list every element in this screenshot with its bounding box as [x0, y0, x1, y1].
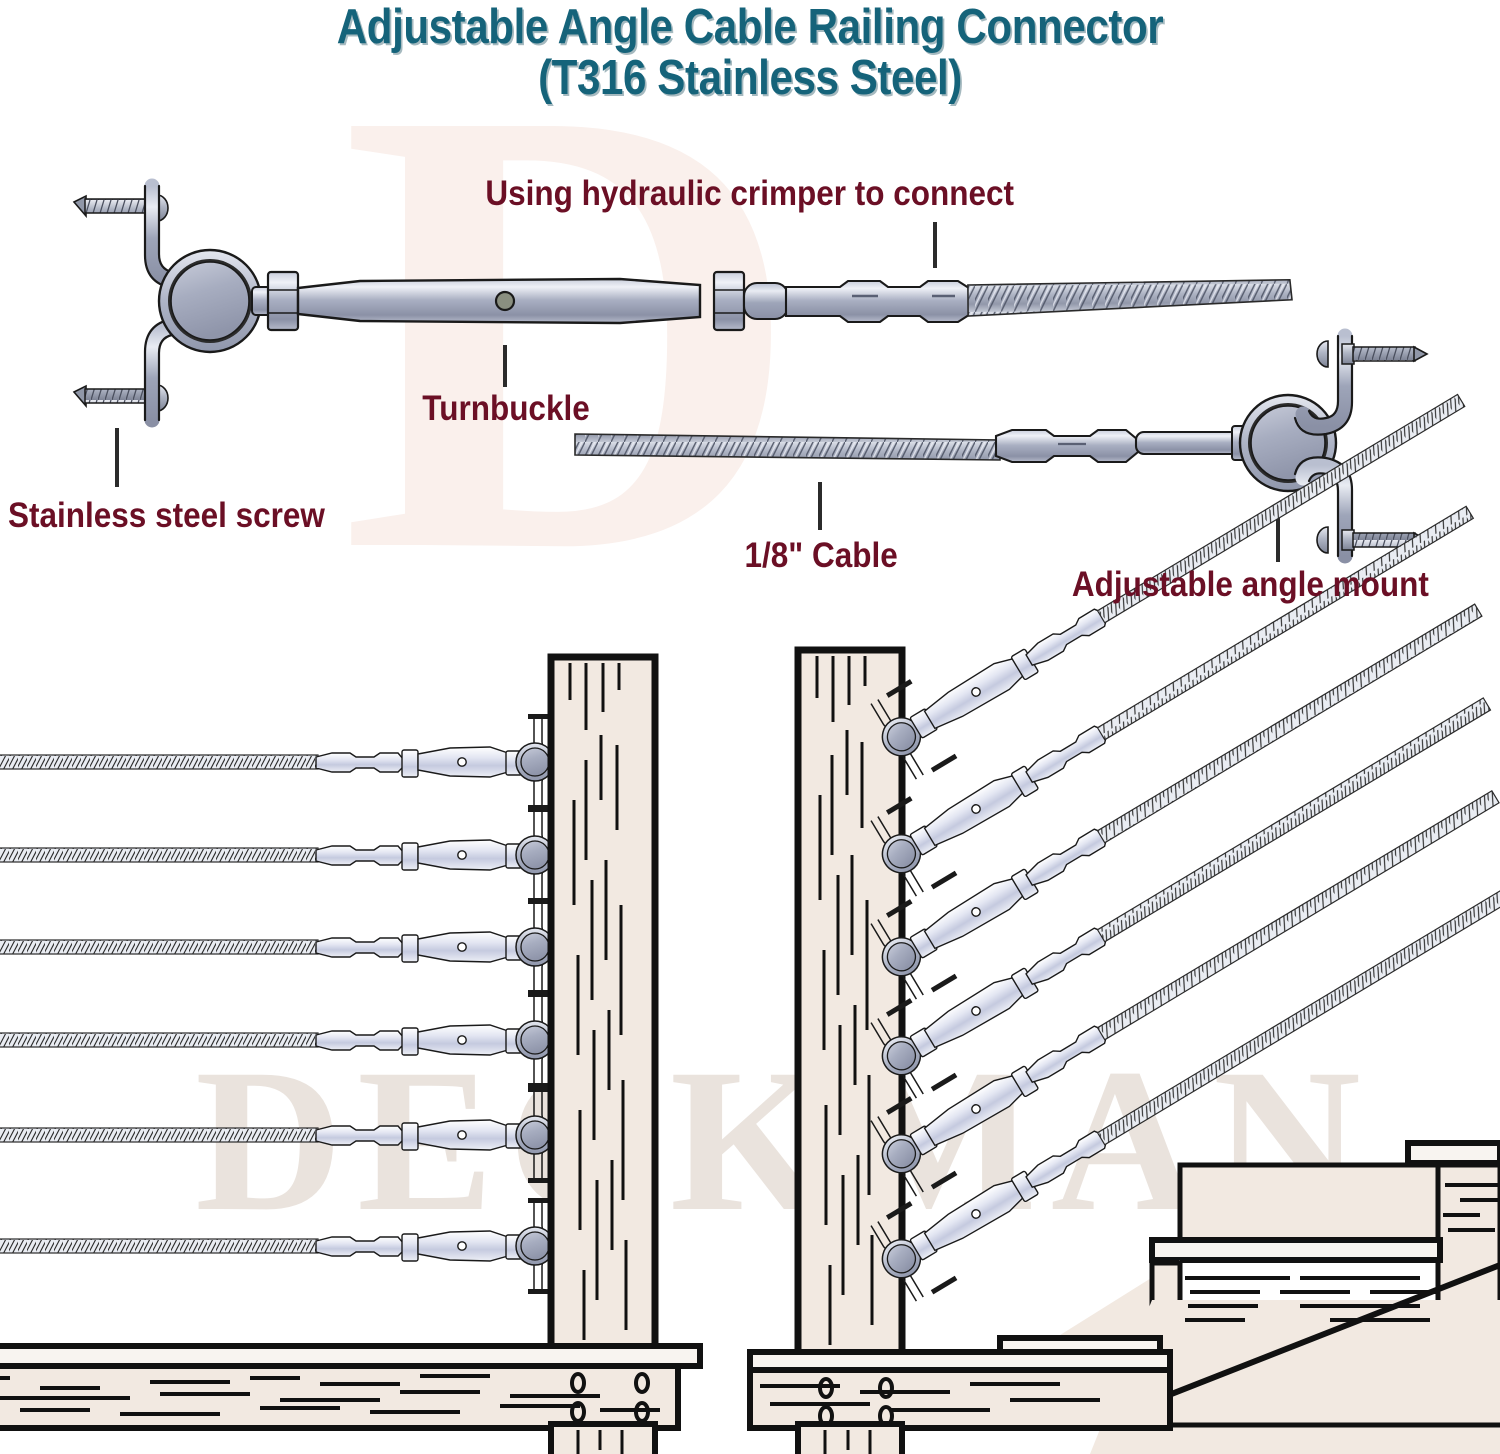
angled-cable-row	[870, 603, 1483, 1000]
deck-wood-grain	[0, 1374, 1100, 1416]
cable-row	[0, 899, 556, 995]
cable-row	[0, 807, 556, 903]
cable-row	[0, 1198, 556, 1294]
angled-cable-runs	[870, 393, 1500, 1302]
callout-text-crimper: Using hydraulic crimper to connect	[485, 174, 1015, 213]
adjustable-angle-bracket-right	[1293, 328, 1354, 564]
hero-turnbuckle-assembly	[72, 178, 1293, 428]
angled-cable-row	[870, 889, 1500, 1302]
callout-label-turnbuckle: Turnbuckle	[0, 391, 1012, 426]
angled-cable-row	[870, 505, 1475, 897]
page-title: Adjustable Angle Cable Railing Connector…	[105, 0, 1395, 104]
callout-text-cable: 1/8" Cable	[744, 536, 898, 575]
angled-cable-row	[870, 393, 1466, 780]
cable-row	[0, 992, 556, 1088]
hero-right-angle-mount-assembly	[574, 328, 1429, 564]
stair-nosing-upper	[1405, 1140, 1500, 1166]
cable-row	[0, 1087, 556, 1183]
railing-scene	[0, 393, 1500, 1454]
cable-lower	[574, 433, 1001, 461]
angled-cable-row	[870, 790, 1500, 1197]
turnbuckle-body	[296, 277, 702, 325]
pivot-joint-left	[157, 248, 263, 354]
callout-label-stainless-screw: Stainless steel screw	[8, 496, 325, 535]
stair-nosing-mid	[1149, 1237, 1443, 1263]
title-line-1: Adjustable Angle Cable Railing Connector	[336, 0, 1164, 54]
cable-row	[0, 714, 556, 810]
deck-structure	[0, 1343, 1173, 1454]
swage-stud-crimp	[742, 279, 974, 324]
deck-rim-joist-right	[747, 1367, 1173, 1431]
left-railing-post	[547, 653, 659, 1351]
title-line-2: (T316 Stainless Steel)	[538, 50, 962, 105]
cable-upper	[967, 278, 1293, 317]
callout-label-angle-mount: Adjustable angle mount	[1000, 567, 1500, 602]
screw-right-upper	[1316, 340, 1429, 368]
callout-text-angle-mount: Adjustable angle mount	[1071, 565, 1429, 604]
swage-stud-lower	[994, 425, 1253, 464]
right-railing-post	[794, 646, 906, 1359]
callout-label-crimper: Using hydraulic crimper to connect	[0, 176, 1500, 211]
angled-cable-row	[870, 697, 1492, 1099]
callout-text-turnbuckle: Turnbuckle	[422, 389, 590, 428]
callout-label-cable: 1/8" Cable	[590, 538, 1052, 573]
callout-leader-lines	[115, 222, 1280, 562]
horizontal-cable-runs	[0, 714, 556, 1294]
turnbuckle-inspection-hole	[494, 290, 516, 312]
hex-nut-left	[266, 270, 300, 332]
hex-nut-right	[712, 270, 746, 332]
